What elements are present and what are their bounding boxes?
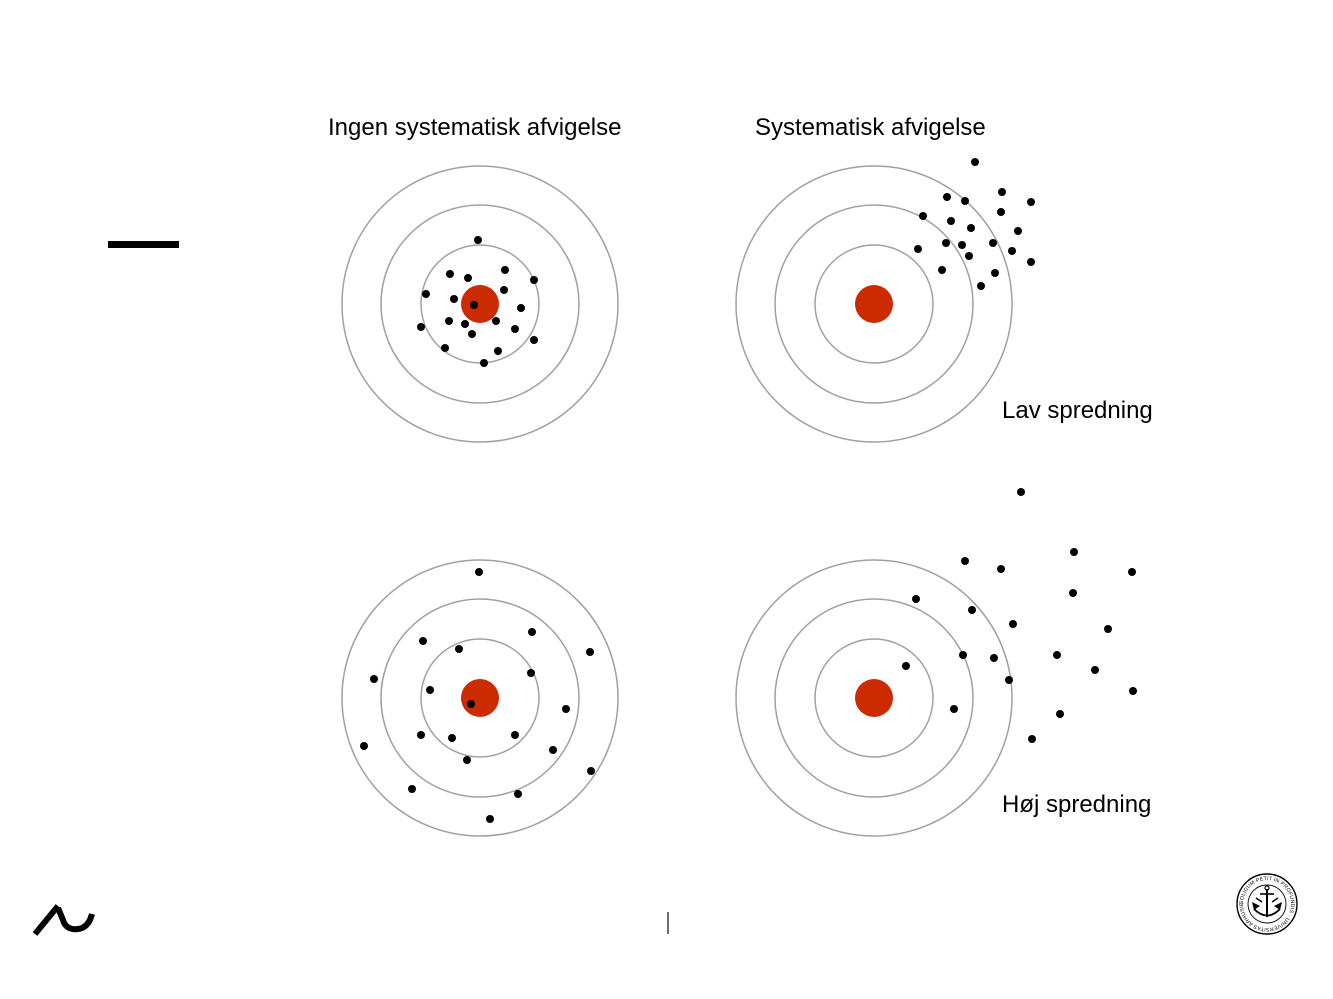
shot-dots [914,158,1035,290]
target-no-bias-low-spread [341,165,619,443]
target-ring-middle [380,598,580,798]
target-ring-outer [735,165,1013,443]
shot-dots [902,488,1137,743]
target-bias-low-spread [735,158,1035,443]
target-ring-inner [814,638,934,758]
header-systematic-deviation: Systematisk afvigelse [755,114,986,141]
header-no-systematic-deviation: Ingen systematisk afvigelse [328,114,622,141]
label-low-spread: Lav spredning [1002,397,1153,424]
bullseye [855,679,893,717]
bullseye [461,679,499,717]
au-logo-icon [32,904,95,936]
shot-dots [417,236,538,367]
target-ring-outer [341,559,619,837]
label-high-spread: Høj spredning [1002,791,1152,818]
footer-divider [667,912,669,934]
bullseye [855,285,893,323]
target-ring-outer [341,165,619,443]
bullseye [461,285,499,323]
target-ring-middle [380,204,580,404]
target-ring-middle [774,204,974,404]
university-seal-icon: SOLIDUM PETIT IN PROFUNDIS · UNIVERSITAS… [1234,872,1298,935]
target-bias-high-spread [735,488,1137,837]
target-ring-inner [420,638,540,758]
target-ring-middle [774,598,974,798]
target-no-bias-high-spread [341,559,619,837]
target-ring-inner [814,244,934,364]
target-ring-outer [735,559,1013,837]
shot-dots [360,568,595,823]
title-dash [108,241,179,248]
